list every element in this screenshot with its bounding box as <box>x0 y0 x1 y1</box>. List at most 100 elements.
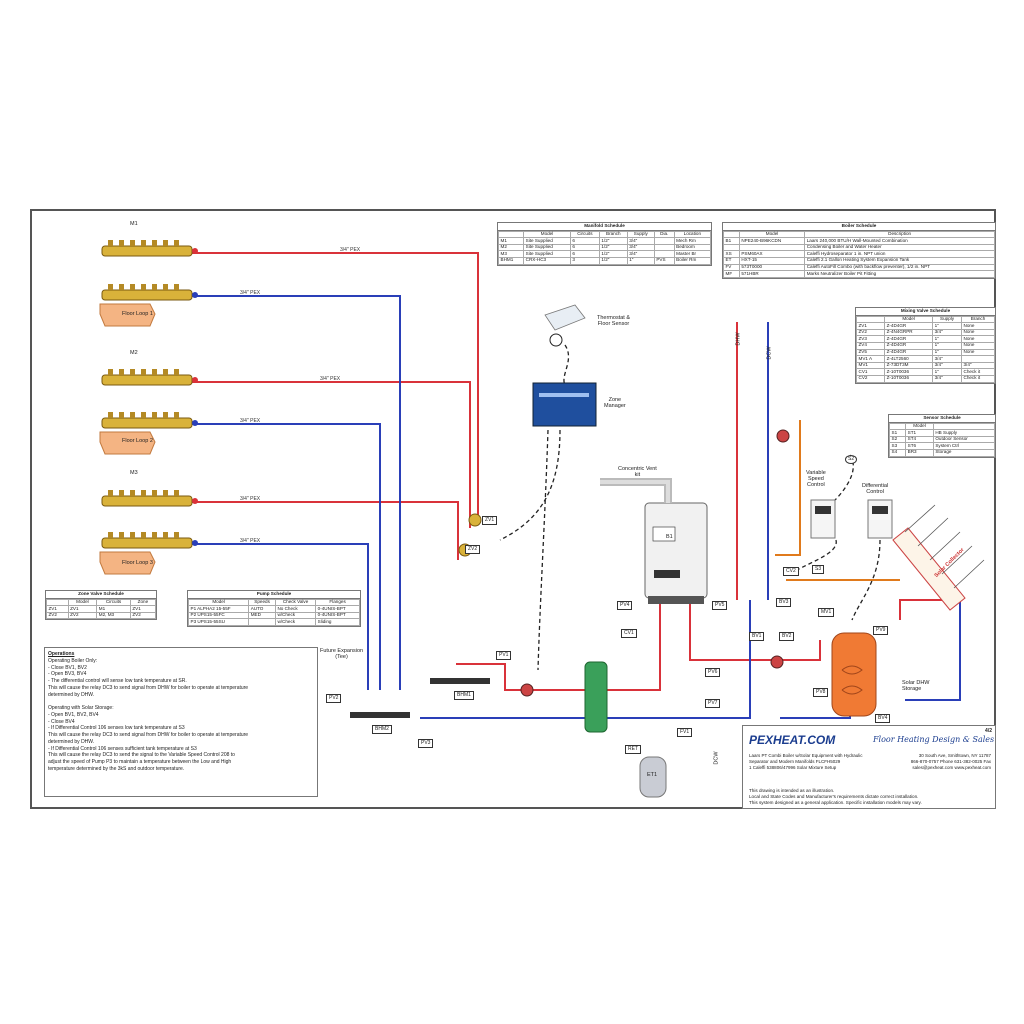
operations-notes: Operations Operating Boiler Only:- Close… <box>44 647 318 797</box>
sensor-schedule-cell: Storage <box>932 448 996 457</box>
pump-schedule-cell <box>248 618 276 626</box>
zone-valve-schedule-cell: ZV1 <box>67 605 98 613</box>
thermostat-wire <box>563 344 570 386</box>
mixing-valve-schedule-header-cell <box>855 315 886 324</box>
manifold-port <box>174 240 179 246</box>
manifold-schedule-cell: Boiler Rm <box>673 256 712 265</box>
solar-storage-label: Solar DHW Storage <box>902 680 930 693</box>
boiler-schedule-cell: XS <box>723 250 740 258</box>
tag-zv2: ZV2 <box>465 545 481 554</box>
manifold-port <box>119 240 124 246</box>
mixing-valve-schedule-cell: Check it <box>961 374 995 383</box>
manifold-port <box>152 412 157 418</box>
expansion-tank-label: ET1 <box>647 772 658 778</box>
manifold-schedule-cell: CRX-HC3 <box>523 256 571 265</box>
pump-p2 <box>776 429 790 443</box>
tag-pv7: PV7 <box>705 699 721 708</box>
dhw-line <box>775 420 801 556</box>
manifold-port <box>174 369 179 375</box>
mixing-valve-schedule-cell: 1" <box>932 368 962 376</box>
boiler-schedule-cell: MF <box>723 270 740 278</box>
pump-zv1 <box>468 513 482 527</box>
pump-schedule-cell: No Check <box>274 605 317 613</box>
operations-line: temperature determined by the 3kS and ou… <box>48 765 185 772</box>
manifold-port <box>141 532 146 538</box>
manifold-port <box>108 240 113 246</box>
operations-line: This will cause the relay DC3 to send si… <box>48 684 249 691</box>
dcw-bottom-label: DCW <box>713 751 720 765</box>
manifold-schedule-header-cell: Model <box>523 230 571 239</box>
sensor-schedule-header-cell <box>932 422 996 431</box>
solar-storage-tank <box>831 632 877 717</box>
floor-loop-1 <box>99 303 156 327</box>
mixing-valve-schedule-cell: 1" <box>932 341 962 350</box>
floor-loop-2-label: Floor Loop 2 <box>122 438 153 444</box>
manifold-schedule-header-cell: Supply <box>626 230 655 239</box>
pump-schedule-cell: P2 UPS15-55FC <box>187 611 250 620</box>
zone-valve-schedule-title: Zone Valve Schedule <box>46 591 156 599</box>
manifold-schedule-cell: 6 <box>569 250 600 258</box>
pipe-size-label: 3/4" PEX <box>240 290 261 296</box>
boiler-schedule-cell: B1 <box>723 237 740 245</box>
pump-schedule-header-cell: Speeds <box>248 598 276 607</box>
tag-fv1: FV1 <box>677 728 693 737</box>
manifold-valve-handle <box>192 498 198 504</box>
manifold-schedule-cell: Site Supplied <box>523 237 571 245</box>
differential-control <box>867 499 893 539</box>
manifold-valve-handle <box>192 540 198 546</box>
operations-line: - Close BV4 <box>48 718 75 725</box>
dcw-label: DCW <box>766 346 773 360</box>
boiler-schedule-header-cell <box>723 230 740 239</box>
mixing-valve-schedule-cell: 3/4" <box>961 361 995 370</box>
tag-pv4: PV4 <box>617 601 633 610</box>
pump-schedule-cell: 0-4UNIS-BPT <box>315 605 360 613</box>
manifold-bar <box>101 374 193 386</box>
manifold-schedule-cell: 3/4" <box>626 250 655 258</box>
mixing-valve-schedule-cell: CV1 <box>855 368 886 376</box>
sensor-schedule-cell: Outdoor Sensor <box>932 435 996 444</box>
mixing-valve-schedule-cell: 1" <box>932 335 962 343</box>
mixing-valve-schedule-cell: ZV1 <box>855 322 886 330</box>
boiler-schedule-title: Boiler Schedule <box>723 223 995 231</box>
boiler-schedule-cell: ET <box>723 256 740 265</box>
manifold-schedule-cell: Mech Rm <box>673 237 712 245</box>
manifold-schedule-header-cell: Circuits <box>569 230 600 239</box>
manifold-schedule-cell: Bedroom <box>673 243 712 252</box>
manifold-bar <box>101 417 193 429</box>
manifold-schedule-cell: M2 <box>497 243 525 252</box>
return-line-m1 <box>192 295 401 690</box>
sensor-schedule-cell: ST4 <box>905 435 934 444</box>
mixing-valve-schedule-cell: None <box>961 322 995 330</box>
manifold-schedule-cell: Site Supplied <box>523 250 571 258</box>
manifold-port <box>130 240 135 246</box>
zone-valve-schedule-cell: ZV1 <box>129 605 157 613</box>
tag-bv4: BV4 <box>875 714 891 723</box>
title-block: PEXHEAT.COM Floor Heating Design & Sales… <box>742 725 996 809</box>
mixing-valve-schedule-header-cell: Branch <box>961 315 995 324</box>
brand-logo: PEXHEAT.COM <box>749 733 836 747</box>
sensor-schedule-cell: S4 <box>888 448 907 457</box>
pump-schedule-header-cell: Flanges <box>315 598 360 607</box>
pump-schedule-cell: 0-4UNIS-BPT <box>315 611 360 620</box>
floor-loop-3 <box>99 551 156 575</box>
mixing-valve-schedule-header-cell: Supply <box>932 315 962 324</box>
dhw-label: DHW <box>735 332 742 346</box>
mixing-valve-schedule-cell: 1" <box>932 348 962 357</box>
operations-line: determined by DHW. <box>48 738 95 745</box>
manifold-schedule-header-cell: Dia. <box>653 230 675 239</box>
manifold-port <box>152 369 157 375</box>
diff-wire <box>851 539 881 621</box>
manifold-m1-label: M1 <box>130 221 138 227</box>
manifold-schedule-cell: 6 <box>569 237 600 245</box>
tag-bv3: BV3 <box>776 598 792 607</box>
